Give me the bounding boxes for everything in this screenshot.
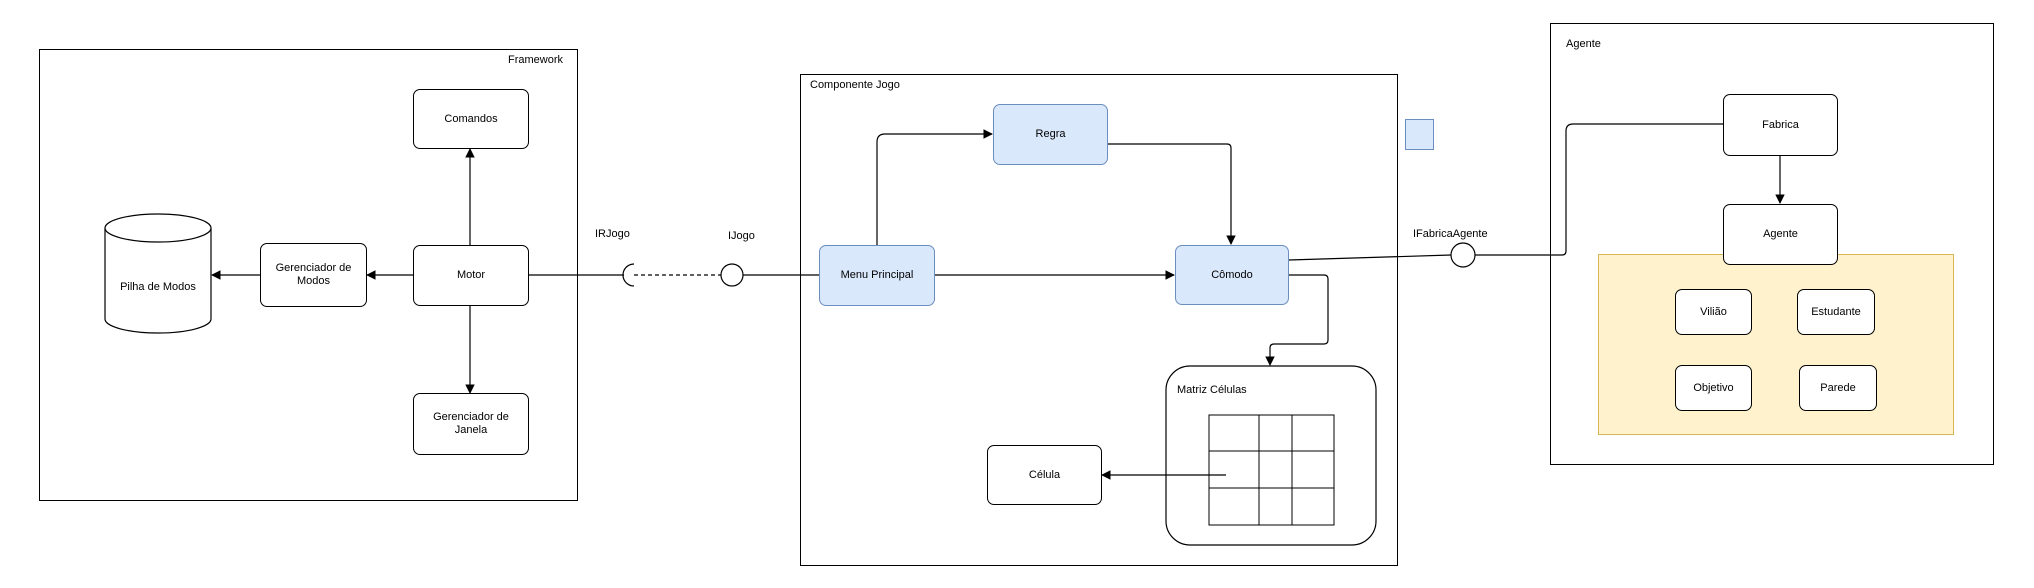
edge-regra-comodo [1108, 143, 1236, 245]
motor-node[interactable]: Motor [413, 245, 529, 306]
framework-title: Framework [508, 54, 564, 66]
agent-types-group [1598, 254, 1954, 435]
comandos-node[interactable]: Comandos [413, 89, 529, 149]
irjogo-socket [622, 263, 635, 287]
matriz-celulas-label: Matriz Células [1177, 384, 1247, 396]
comodo-node[interactable]: Cômodo [1175, 245, 1289, 305]
small-square-shape [1405, 119, 1434, 150]
edge-menu-regra [876, 129, 993, 245]
ijogo-label: IJogo [728, 230, 755, 242]
estudante-node[interactable]: Estudante [1797, 289, 1875, 335]
parede-node[interactable]: Parede [1799, 365, 1877, 411]
fabrica-node[interactable]: Fabrica [1723, 94, 1838, 156]
viliao-node[interactable]: Vilião [1675, 289, 1752, 335]
componente-jogo-title: Componente Jogo [810, 79, 900, 91]
objetivo-node[interactable]: Objetivo [1675, 365, 1752, 411]
edge-comodo-ifabrica [1288, 254, 1452, 261]
menu-principal-node[interactable]: Menu Principal [819, 245, 935, 306]
regra-node[interactable]: Regra [993, 104, 1108, 165]
agente-node[interactable]: Agente [1723, 204, 1838, 265]
edge-ifabrica-fabrica [1475, 123, 1723, 256]
agente-frame-title: Agente [1566, 38, 1601, 50]
pilha-de-modos-label: Pilha de Modos [120, 281, 196, 293]
pilha-de-modos-cylinder [104, 213, 212, 334]
cell-grid [1208, 414, 1335, 526]
ifabricaagente-lollipop [1450, 242, 1476, 268]
gerenciador-modos-node[interactable]: Gerenciador de Modos [260, 243, 367, 307]
irjogo-label: IRJogo [595, 228, 630, 240]
ifabricaagente-label: IFabricaAgente [1413, 228, 1488, 240]
edge-comodo-matriz [1265, 274, 1329, 366]
ijogo-lollipop [720, 263, 744, 287]
celula-node[interactable]: Célula [987, 445, 1102, 505]
gerenciador-janela-node[interactable]: Gerenciador de Janela [413, 393, 529, 455]
